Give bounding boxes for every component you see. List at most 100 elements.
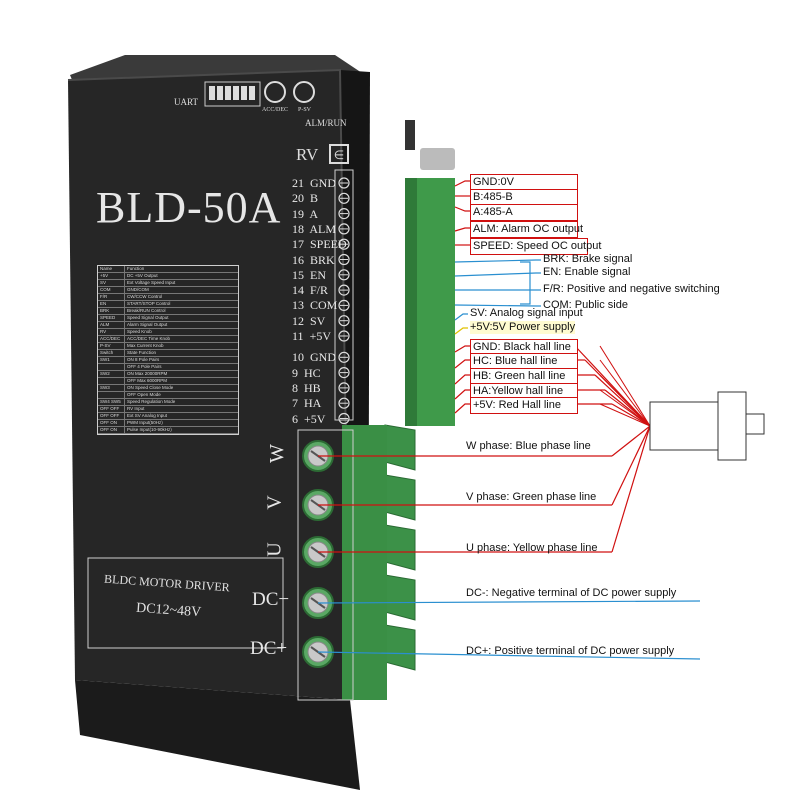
signal-wire <box>454 327 468 335</box>
pin-number: 12 <box>292 313 304 328</box>
spec-cell: ON 8 Pole Pairs <box>127 357 160 362</box>
spec-cell: Speed Signal Output <box>127 315 169 320</box>
pin-screw[interactable] <box>338 351 350 363</box>
pin-name: GND <box>307 350 336 365</box>
pin-name: SPEED <box>307 237 347 252</box>
pin-screw[interactable] <box>338 397 350 409</box>
pin-screw[interactable] <box>338 253 350 266</box>
pin-screw[interactable] <box>338 299 350 311</box>
pin-name: EN <box>307 267 326 282</box>
spec-cell: RV Input <box>127 406 145 411</box>
power-wire <box>317 600 701 604</box>
pin-screw[interactable] <box>338 238 350 250</box>
spec-row: OFF ON OFFPWM Input(50Hz) <box>98 420 238 427</box>
pin-screw[interactable] <box>338 382 350 394</box>
svg-text:∈: ∈ <box>334 148 344 162</box>
pin-label: 13 COM <box>292 298 337 313</box>
power-terminal-label: DC+ <box>250 638 288 659</box>
signal-description: A:485-A <box>470 204 578 221</box>
rv-label: RV <box>296 145 319 164</box>
pin-screw[interactable] <box>338 284 350 296</box>
spec-cell: SW3 <box>98 385 125 391</box>
pin-screw[interactable] <box>338 208 350 220</box>
signal-description: +5V:5V Power supply <box>470 321 576 334</box>
spec-cell: SPEED <box>98 315 125 321</box>
pin-name: HC <box>301 365 321 380</box>
spec-cell: F/R <box>98 294 125 300</box>
pin-number: 14 <box>292 283 304 298</box>
pin-number: 15 <box>292 267 304 282</box>
spec-cell: Ext SV Analog Input <box>127 413 168 418</box>
pin-screw[interactable] <box>338 269 350 281</box>
pin-screw[interactable] <box>338 177 350 189</box>
uart-label: UART <box>174 97 198 107</box>
spec-cell: Max Current Knob <box>127 343 164 348</box>
spec-cell: SW2 <box>98 371 125 377</box>
acc-dec-knob[interactable] <box>264 81 286 103</box>
spec-cell: EN <box>98 301 125 307</box>
pin-number: 18 <box>292 221 304 236</box>
power-description: DC+: Positive terminal of DC power suppl… <box>466 645 675 657</box>
housing-front <box>68 70 350 700</box>
pin-screw[interactable] <box>338 315 350 327</box>
spec-cell: OFF OFF OFF <box>98 406 125 412</box>
rv-knob[interactable] <box>329 144 349 164</box>
pin-screw[interactable] <box>338 367 350 379</box>
signal-description: SV: Analog signal input <box>470 307 583 319</box>
motor-icon <box>649 391 765 461</box>
spec-row: OFF 4 Pole Pairs <box>98 364 238 371</box>
power-description: DC-: Negative terminal of DC power suppl… <box>466 587 677 599</box>
pin-label: 20 B <box>292 191 318 206</box>
pin-name: F/R <box>307 283 329 298</box>
pin-label: 21 GND <box>292 176 336 191</box>
spec-cell: OFF ON OFF <box>98 420 125 426</box>
signal-wire <box>454 389 470 400</box>
signal-wire <box>454 206 470 212</box>
pin-label: 18 ALM <box>292 222 336 237</box>
spec-row: SW4 SW5 SW6Speed Regulation Mode <box>98 399 238 406</box>
pot1-label: ACC/DEC <box>262 107 289 113</box>
pin-number: 17 <box>292 237 304 252</box>
spec-cell: GND/COM <box>127 287 149 292</box>
pin-number: 11 <box>292 329 304 343</box>
power-terminal-label: V <box>263 495 286 510</box>
spec-cell: Name <box>98 266 125 272</box>
pin-label: 11 +5V <box>292 329 331 344</box>
pin-number: 16 <box>292 252 304 267</box>
spec-row: OFF Max 6000RPM <box>98 378 238 385</box>
spec-cell: CW/CCW Control <box>127 294 163 299</box>
signal-wire <box>454 272 541 277</box>
spec-cell: Speed Knob <box>127 329 152 334</box>
pin-name: +5V <box>306 329 331 343</box>
spec-cell <box>98 378 125 384</box>
signal-description: HA:Yellow hall line <box>470 383 578 400</box>
spec-cell: State Function <box>127 350 157 355</box>
spec-cell: ALM <box>98 322 125 328</box>
pin-screw[interactable] <box>338 330 350 342</box>
p-sv-knob[interactable] <box>293 81 315 103</box>
spec-cell: ACC/DEC <box>98 336 125 342</box>
spec-cell <box>98 364 125 370</box>
pin-screw[interactable] <box>338 412 350 425</box>
pin-name: HA <box>301 396 322 411</box>
spec-cell: Alarm Signal Output <box>127 322 168 327</box>
spec-cell: OFF Open Mode <box>127 392 161 397</box>
pin-number: 8 <box>292 380 298 395</box>
spec-row: OFF Open Mode <box>98 392 238 399</box>
power-terminal-label: U <box>263 542 286 557</box>
signal-description: BRK: Brake signal <box>543 253 633 265</box>
pin-name: A <box>307 206 319 221</box>
model-title: BLD-50A <box>96 183 282 232</box>
pin-screw[interactable] <box>338 192 350 204</box>
pin-screw[interactable] <box>338 223 350 235</box>
signal-description: EN: Enable signal <box>543 266 631 278</box>
